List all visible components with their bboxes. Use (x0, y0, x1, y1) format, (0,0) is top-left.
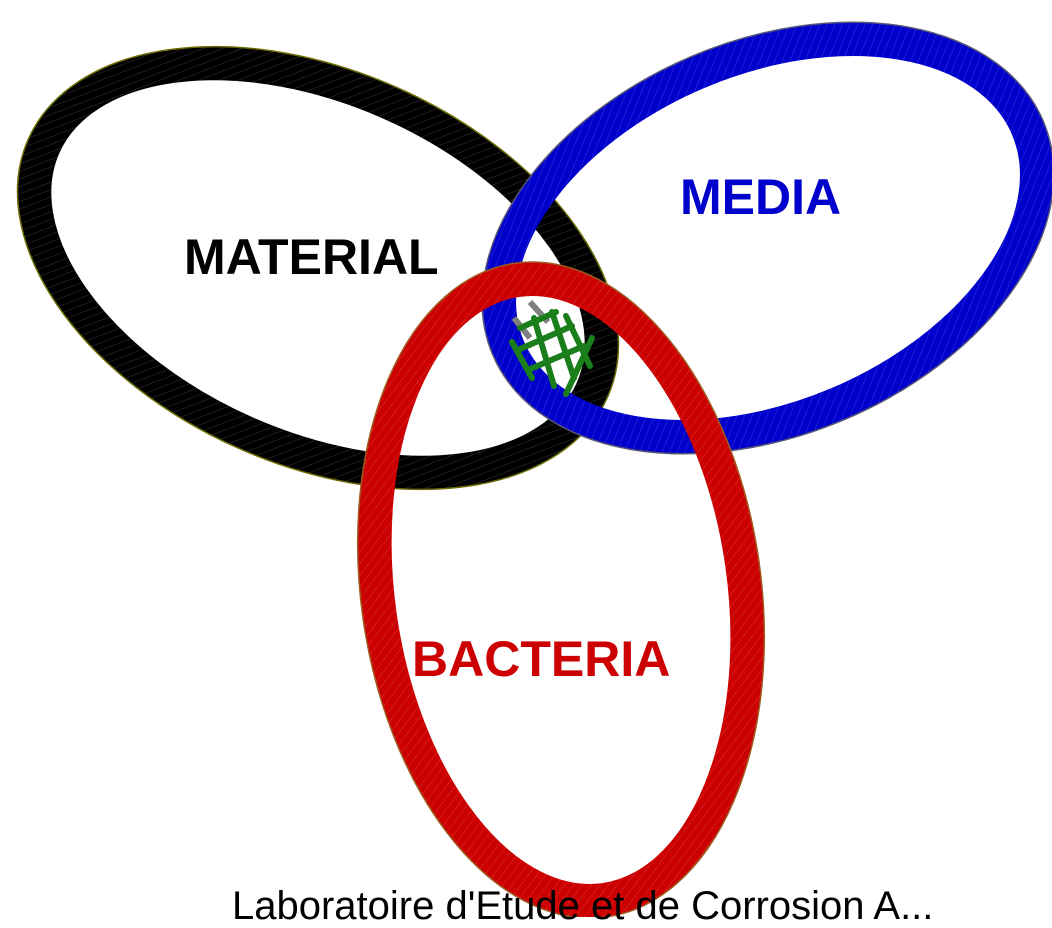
bacteria-label: BACTERIA (412, 631, 671, 687)
bacteria-ring (356, 261, 766, 917)
caption: Laboratoire d'Etude et de Corrosion A... (232, 884, 934, 928)
media-ring (481, 21, 1052, 455)
material-label: MATERIAL (184, 229, 439, 285)
media-label: MEDIA (680, 169, 842, 225)
material-ring (16, 45, 620, 491)
biofilm-grid-icon (509, 299, 595, 397)
